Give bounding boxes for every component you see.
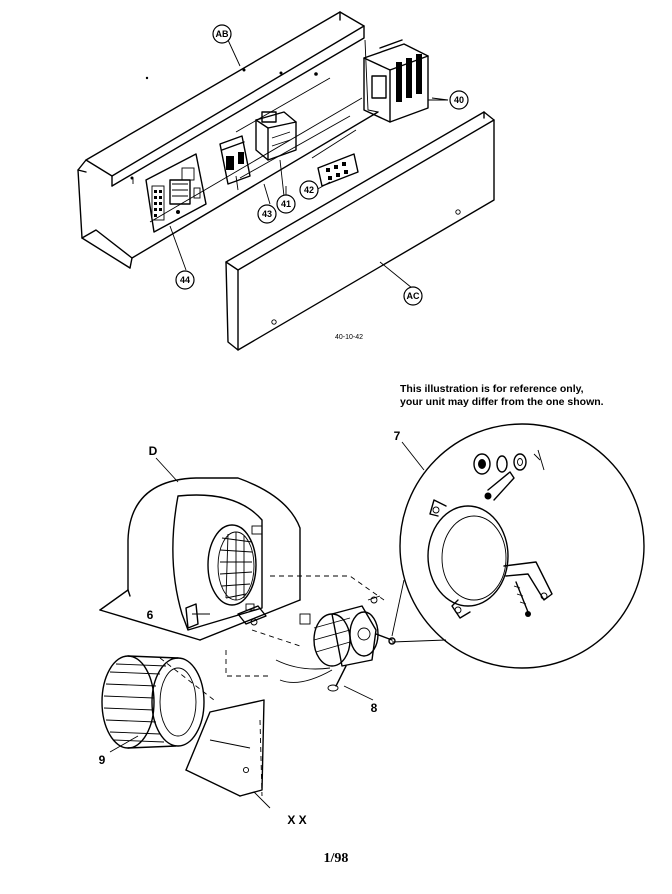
reference-note-line2: your unit may differ from the one shown. <box>400 396 604 408</box>
front-cover-ac <box>225 111 495 351</box>
footer-date: 1/98 <box>323 851 349 866</box>
reference-note-line1: This illustration is for reference only, <box>400 383 584 395</box>
contactor-40 <box>363 39 448 123</box>
drawing-number: 40-10-42 <box>335 334 363 341</box>
svg-text:AB: AB <box>216 29 229 39</box>
label-6: 6 <box>147 608 154 622</box>
leader-lines-top <box>169 39 449 289</box>
blower-motor <box>275 595 396 692</box>
callout-ac: AC <box>403 286 423 306</box>
label-9: 9 <box>99 753 106 767</box>
transformer-41 <box>255 111 297 197</box>
svg-text:40: 40 <box>454 95 464 105</box>
label-xx: X X <box>287 813 306 827</box>
leader-lines-bottom <box>109 441 425 809</box>
callout-40: 40 <box>449 90 469 110</box>
blower-housing <box>99 477 301 641</box>
svg-text:44: 44 <box>180 275 190 285</box>
svg-text:AC: AC <box>407 291 420 301</box>
blower-wheel <box>101 655 205 749</box>
label-d: D <box>149 444 158 458</box>
terminal-plate-42 <box>317 153 359 187</box>
callout-44: 44 <box>175 270 195 290</box>
svg-text:41: 41 <box>281 199 291 209</box>
callout-43: 43 <box>257 204 277 224</box>
component-43 <box>219 135 251 191</box>
callout-41: 41 <box>276 194 296 214</box>
svg-text:42: 42 <box>304 185 314 195</box>
relay-board-44 <box>145 153 207 233</box>
detail-view-7 <box>391 423 645 669</box>
callout-ab: AB <box>212 24 232 44</box>
control-box-assembly <box>77 11 379 269</box>
motor-cover-plate <box>185 699 265 797</box>
label-7: 7 <box>394 429 401 443</box>
reference-note: This illustration is for reference only,… <box>400 383 604 409</box>
callout-42: 42 <box>299 180 319 200</box>
label-8: 8 <box>371 701 378 715</box>
svg-text:43: 43 <box>262 209 272 219</box>
